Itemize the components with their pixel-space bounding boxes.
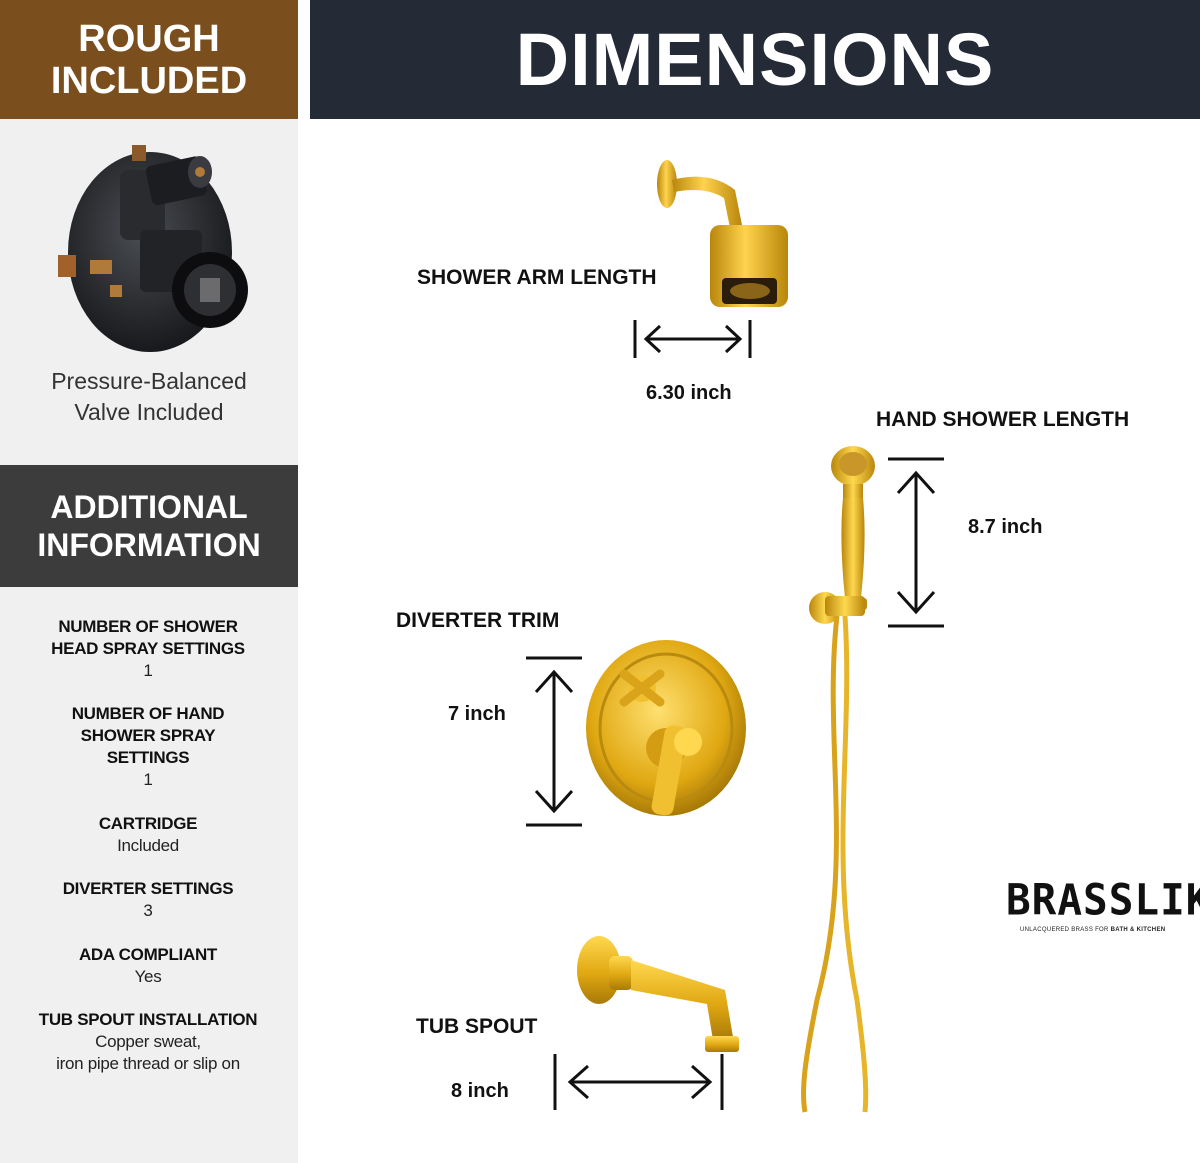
info-item-ada-compliant: ADA COMPLIANT Yes [5,944,291,988]
dimensions-header: DIMENSIONS [310,0,1200,119]
info-value: 3 [143,901,153,920]
diverter-dimension-arrow [526,656,582,827]
additional-banner-line-1: ADDITIONAL [50,489,248,525]
info-label: HEAD SPRAY SETTINGS [51,639,245,658]
rough-included-text: ROUGH INCLUDED [50,17,248,102]
shower-head-image [657,160,788,307]
info-label: DIVERTER SETTINGS [62,879,234,898]
info-value: iron pipe thread or slip on [56,1054,240,1073]
shower-arm-value: 6.30 inch [646,382,732,404]
hand-shower-label: HAND SHOWER LENGTH [876,408,1130,431]
info-item-diverter-settings: DIVERTER SETTINGS 3 [5,878,291,922]
valve-caption-line-2: Valve Included [74,399,224,425]
diverter-trim-value: 7 inch [448,703,506,725]
tub-spout-value: 8 inch [451,1080,509,1102]
info-value: Copper sweat, [95,1032,201,1051]
additional-banner-line-2: INFORMATION [37,527,261,563]
diverter-trim-image [586,640,746,816]
info-label: NUMBER OF HAND [71,704,225,723]
additional-information-banner: ADDITIONAL INFORMATION [0,465,298,587]
info-item-hand-shower-spray: NUMBER OF HAND SHOWER SPRAY SETTINGS 1 [5,703,291,791]
valve-caption: Pressure-Balanced Valve Included [0,366,298,428]
shower-arm-label: SHOWER ARM LENGTH [417,266,657,289]
info-value: 1 [143,661,153,680]
info-label: SHOWER SPRAY [80,726,216,745]
info-value: Included [117,836,179,855]
info-label: CARTRIDGE [98,814,198,833]
brand-tagline-bold: BATH & KITCHEN [1110,927,1166,933]
info-value: Yes [134,967,162,986]
tub-spout-label: TUB SPOUT [416,1015,538,1038]
brand-tagline-plain: UNLACQUERED BRASS FOR [1020,927,1111,933]
pressure-balanced-valve-image [58,145,248,352]
diverter-trim-label: DIVERTER TRIM [396,609,560,632]
valve-caption-line-1: Pressure-Balanced [51,368,247,394]
tub-spout-dimension-arrow [553,1054,724,1110]
brand-tagline: UNLACQUERED BRASS FOR BATH & KITCHEN [1020,927,1165,933]
page-title: DIMENSIONS [515,18,995,101]
info-label: ADA COMPLIANT [78,945,218,964]
tub-spout-image [577,936,739,1052]
shower-arm-dimension-arrow [633,320,752,358]
info-item-shower-head-spray: NUMBER OF SHOWER HEAD SPRAY SETTINGS 1 [5,616,291,682]
info-label: NUMBER OF SHOWER [58,617,238,636]
brand-logo: BRASSLIK [1006,874,1200,926]
rough-included-banner: ROUGH INCLUDED [0,0,298,119]
info-value: 1 [143,770,153,789]
info-label: SETTINGS [106,748,190,767]
info-item-cartridge: CARTRIDGE Included [5,813,291,857]
hand-shower-value: 8.7 inch [968,516,1043,538]
info-label: TUB SPOUT INSTALLATION [38,1010,258,1029]
hand-shower-dimension-arrow [888,457,944,628]
info-item-tub-spout-installation: TUB SPOUT INSTALLATION Copper sweat, iro… [5,1009,291,1075]
hand-shower-image [801,446,875,1113]
